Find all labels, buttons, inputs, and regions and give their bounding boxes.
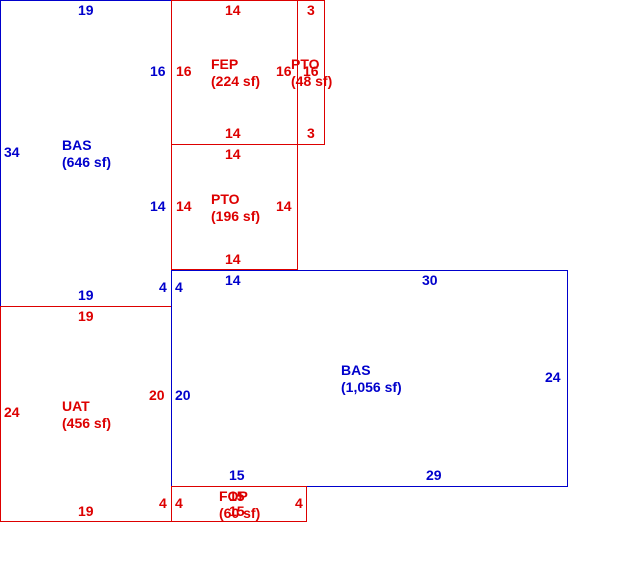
area-size: (1,056 sf)	[341, 379, 402, 395]
bas-upper-area-label: BAS (646 sf)	[62, 137, 111, 171]
uat-area-label: UAT (456 sf)	[62, 398, 111, 432]
dimension-label: 24	[4, 404, 20, 420]
area-name: FOP	[219, 488, 248, 504]
dimension-label: 14	[276, 198, 292, 214]
dimension-label: 14	[225, 125, 241, 141]
dimension-label: 16	[276, 63, 292, 79]
dimension-label: 15	[229, 467, 245, 483]
pto-outline	[171, 144, 298, 270]
area-name: UAT	[62, 398, 90, 414]
dimension-label: 14	[225, 2, 241, 18]
area-size: (60 sf)	[219, 505, 261, 521]
pto-small-area-label: PTO (48 sf)	[291, 56, 332, 90]
dimension-label: 4	[295, 495, 303, 511]
area-size: (646 sf)	[62, 154, 112, 170]
dimension-label: 19	[78, 287, 94, 303]
area-size: (224 sf)	[211, 73, 261, 89]
bas-lower-outline	[171, 270, 568, 487]
dimension-label: 14	[225, 251, 241, 267]
dimension-label: 19	[78, 2, 94, 18]
dimension-label: 4	[159, 495, 167, 511]
dimension-label: 19	[78, 308, 94, 324]
dimension-label: 16	[176, 63, 192, 79]
area-name: PTO	[291, 56, 320, 72]
dimension-label: 3	[307, 125, 315, 141]
dimension-label: 14	[150, 198, 166, 214]
dimension-label: 14	[176, 198, 192, 214]
dimension-label: 34	[4, 144, 20, 160]
bas-lower-area-label: BAS (1,056 sf)	[341, 362, 402, 396]
area-name: BAS	[341, 362, 371, 378]
dimension-label: 4	[159, 279, 167, 295]
dimension-label: 19	[78, 503, 94, 519]
dimension-label: 20	[175, 387, 191, 403]
dimension-label: 30	[422, 272, 438, 288]
dimension-label: 14	[225, 272, 241, 288]
area-name: BAS	[62, 137, 92, 153]
dimension-label: 4	[175, 495, 183, 511]
dimension-label: 24	[545, 369, 561, 385]
dimension-label: 16	[303, 63, 319, 79]
area-name: FEP	[211, 56, 239, 72]
fop-area-label: FOP (60 sf)	[219, 488, 260, 522]
dimension-label: 15	[229, 488, 245, 504]
dimension-label: 16	[150, 63, 166, 79]
area-name: PTO	[211, 191, 240, 207]
area-size: (456 sf)	[62, 415, 112, 431]
dimension-label: 14	[225, 146, 241, 162]
area-size: (48 sf)	[291, 73, 333, 89]
dimension-label: 20	[149, 387, 165, 403]
dimension-label: 3	[307, 2, 315, 18]
pto-small-outline	[297, 0, 325, 145]
fep-area-label: FEP (224 sf)	[211, 56, 260, 90]
dimension-label: 4	[175, 279, 183, 295]
area-size: (196 sf)	[211, 208, 261, 224]
fop-outline	[171, 486, 307, 522]
pto-area-label: PTO (196 sf)	[211, 191, 260, 225]
dimension-label: 15	[229, 503, 245, 519]
dimension-label: 29	[426, 467, 442, 483]
